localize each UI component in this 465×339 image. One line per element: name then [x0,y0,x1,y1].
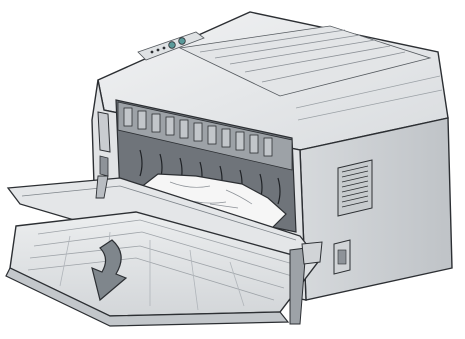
printer-right-side [300,118,452,300]
